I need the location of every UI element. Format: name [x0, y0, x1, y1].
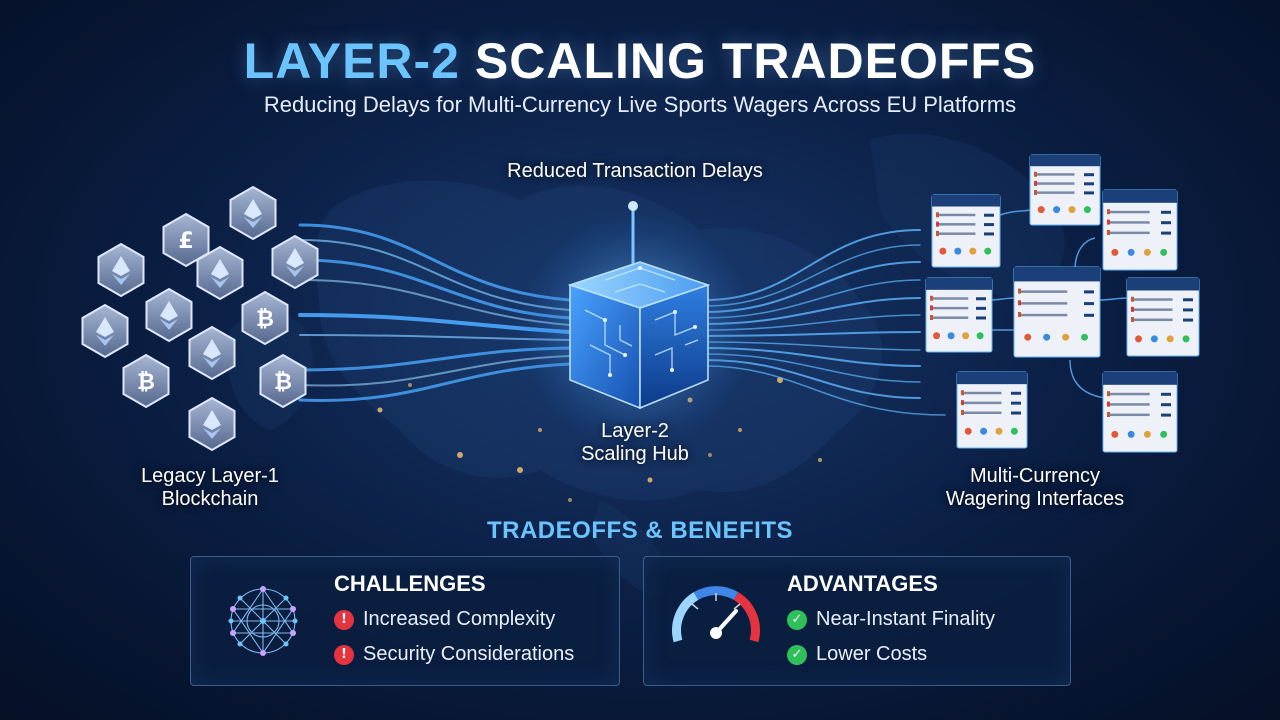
bitcoin-icon: ₿ — [137, 370, 155, 395]
layer2-hub-cube — [567, 261, 711, 410]
coin-hexagon — [229, 185, 277, 241]
coin-hexagon: ₿ — [122, 353, 170, 409]
page-title: LAYER-2 SCALING TRADEOFFS — [0, 32, 1280, 90]
bitcoin-icon: ₿ — [256, 307, 274, 332]
hub-label: Layer-2 Scaling Hub — [540, 420, 730, 466]
challenge-item-label: Security Considerations — [363, 643, 575, 665]
wagering-interface-card — [931, 194, 1001, 268]
coin-hexagon: ₿ — [241, 290, 289, 346]
interfaces-label: Multi-Currency Wagering Interfaces — [915, 465, 1155, 511]
layer1-label-line1: Legacy Layer-1 — [141, 465, 279, 487]
challenge-item: ! Security Considerations — [334, 643, 574, 666]
ethereum-icon — [96, 317, 114, 337]
challenges-panel: CHALLENGES ! Increased Complexity ! Secu… — [190, 556, 620, 686]
warning-icon: ! — [334, 609, 354, 630]
check-icon: ✓ — [787, 644, 807, 665]
pound-icon: £ — [178, 229, 193, 254]
wagering-interface-card — [1013, 266, 1101, 358]
coin-hexagon — [145, 287, 193, 343]
advantage-item: ✓ Lower Costs — [787, 643, 927, 666]
challenge-item: ! Increased Complexity — [334, 608, 555, 631]
wagering-interface-card — [1102, 371, 1178, 453]
ethereum-icon — [211, 259, 229, 279]
wagering-interface-cards — [925, 154, 1200, 453]
advantages-heading: ADVANTAGES — [787, 571, 938, 596]
interfaces-label-line2: Wagering Interfaces — [945, 488, 1125, 510]
network-mesh-icon — [228, 586, 298, 656]
tradeoffs-section-title: TRADEOFFS & BENEFITS — [486, 517, 793, 544]
warning-icon: ! — [334, 644, 354, 665]
wagering-interface-card — [956, 371, 1028, 449]
wagering-interface-card — [925, 277, 993, 353]
top-label: Reduced Transaction Delays — [507, 160, 763, 182]
ethereum-icon — [286, 248, 304, 268]
coin-hexagon — [97, 242, 145, 298]
check-icon: ✓ — [787, 609, 807, 630]
ethereum-icon — [112, 256, 130, 276]
ethereum-icon — [160, 301, 178, 321]
coin-hexagon — [81, 303, 129, 359]
coin-hexagon — [196, 245, 244, 301]
coin-hexagon: £ — [162, 212, 210, 268]
advantages-panel: ADVANTAGES ✓ Near-Instant Finality ✓ Low… — [643, 556, 1071, 686]
layer1-label-line2: Blockchain — [161, 488, 259, 510]
wagering-interface-card — [1102, 189, 1178, 271]
interfaces-label-line1: Multi-Currency — [969, 465, 1101, 487]
coin-hexagon — [188, 396, 236, 452]
hub-beam-tip — [628, 201, 638, 211]
advantage-item-label: Near-Instant Finality — [816, 608, 995, 630]
challenges-heading: CHALLENGES — [334, 571, 486, 596]
ethereum-icon — [203, 339, 221, 359]
bitcoin-icon: ₿ — [274, 370, 292, 395]
ethereum-icon — [203, 410, 221, 430]
coin-hexagon — [188, 325, 236, 381]
interface-connectors — [989, 209, 1129, 399]
layer1-label: Legacy Layer-1 Blockchain — [110, 465, 310, 511]
page-subtitle: Reducing Delays for Multi-Currency Live … — [263, 92, 1017, 117]
advantage-item-label: Lower Costs — [816, 643, 928, 665]
hub-label-line1: Layer-2 — [601, 420, 669, 442]
layer1-coin-cluster: £ ₿ ₿ ₿ — [81, 185, 319, 452]
advantage-item: ✓ Near-Instant Finality — [787, 608, 995, 631]
coin-hexagon — [271, 234, 319, 290]
coin-hexagon: ₿ — [259, 353, 307, 409]
ethereum-icon — [244, 199, 262, 219]
speedometer-icon — [672, 586, 760, 643]
wagering-interface-card — [1029, 154, 1101, 226]
title-main: SCALING TRADEOFFS — [474, 33, 1037, 89]
hub-label-line2: Scaling Hub — [581, 443, 689, 465]
challenge-item-label: Increased Complexity — [363, 608, 556, 630]
title-accent: LAYER-2 — [243, 33, 460, 89]
wagering-interface-card — [1126, 277, 1200, 357]
